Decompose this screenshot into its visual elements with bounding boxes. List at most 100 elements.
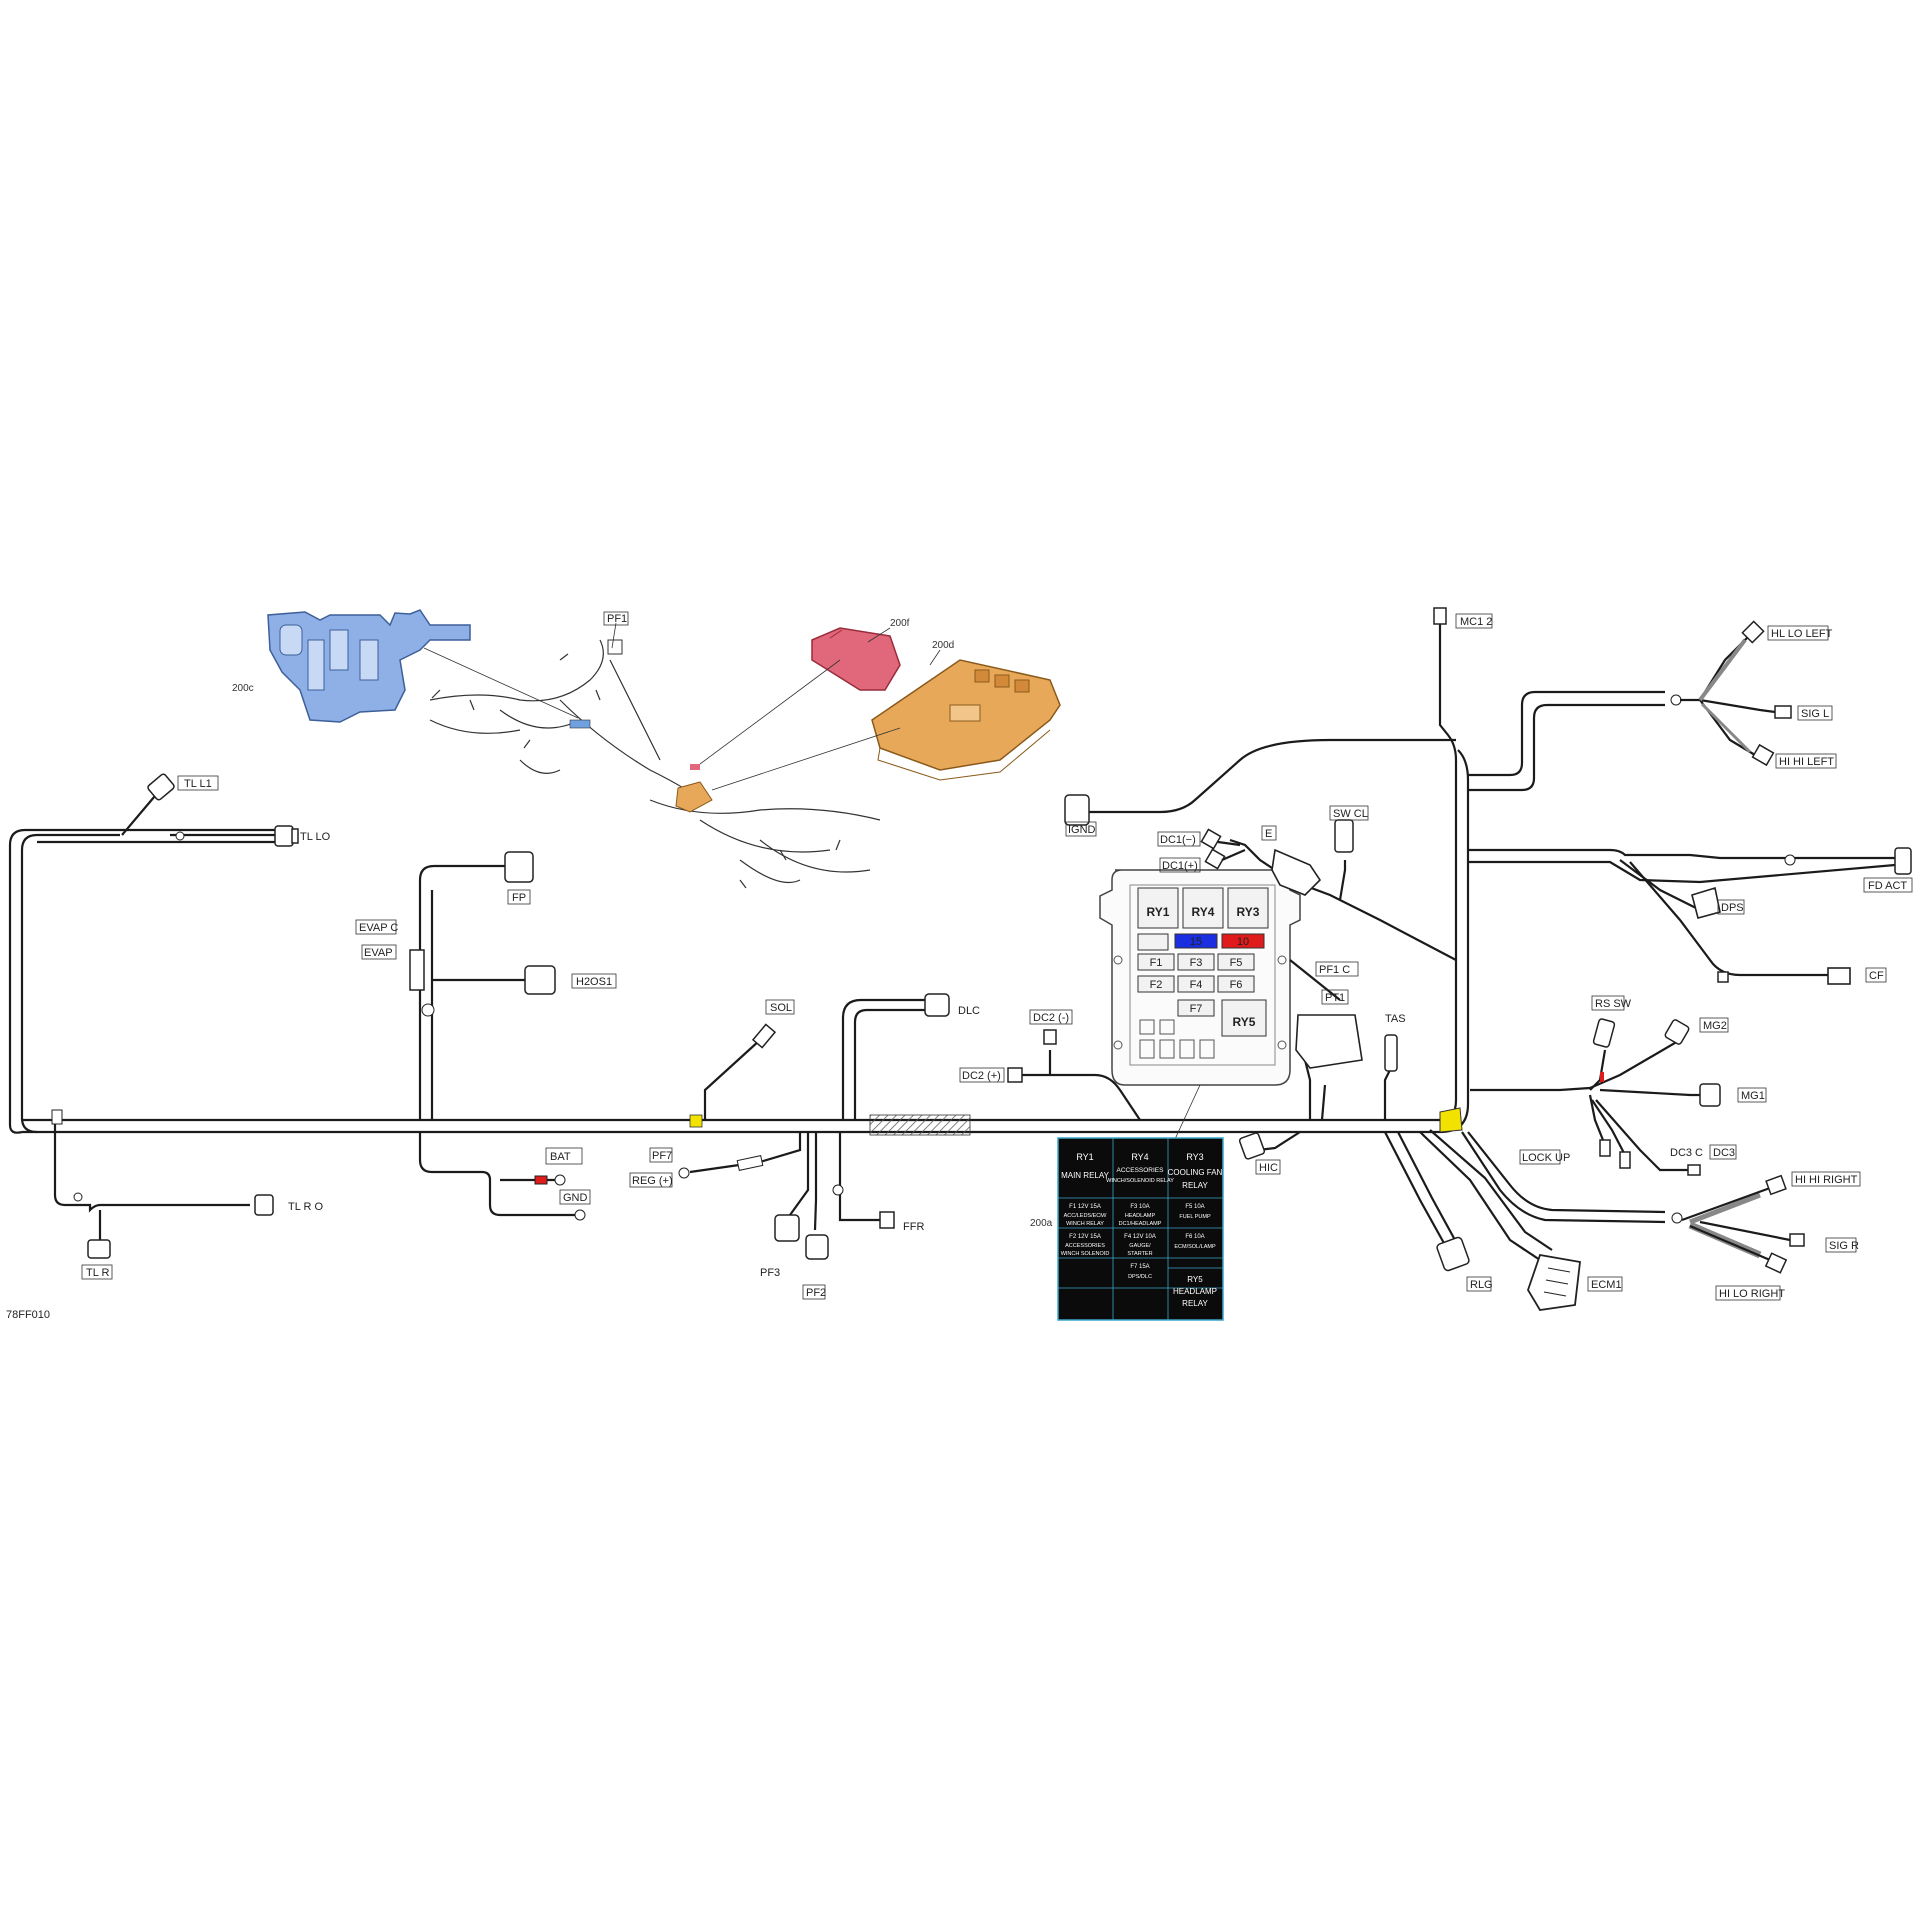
branch-right-headlights (1461, 1131, 1805, 1274)
mg2-connector (1664, 1019, 1690, 1045)
hihileft-connector (1751, 743, 1775, 767)
fuse-chart-200a: RY1 MAIN RELAY RY4 ACCESSORIES WINCH/SOL… (1057, 1137, 1224, 1321)
hihiright-connector (1765, 1174, 1787, 1196)
ref-200a: 200a (1030, 1218, 1053, 1229)
branch-hic (1238, 1131, 1301, 1160)
chart-cell-7-l3: STARTER (1127, 1251, 1152, 1257)
fuse-f4: F4 (1190, 979, 1203, 991)
label-rssw: RS SW (1595, 998, 1632, 1010)
chart-cell-8-l2: ECM/SOL/LAMP (1174, 1244, 1216, 1250)
dc3-connector (1687, 1164, 1701, 1176)
dlc-connector (924, 993, 950, 1017)
main-trunk (8, 828, 1440, 1136)
tas-connector (1384, 1034, 1398, 1072)
marker-yellow (689, 1114, 703, 1128)
junction-marker (1439, 1107, 1463, 1133)
chart-cell-1-l2: ACCESSORIES (1117, 1167, 1165, 1174)
fuse-f3: F3 (1190, 957, 1203, 969)
label-reg: REG (+) (632, 1175, 673, 1187)
label-dlc: DLC (958, 1005, 980, 1017)
dc1-neg-connector (1200, 828, 1222, 850)
ref-200f: 200f (890, 618, 910, 629)
chart-cell-3-l1: F1 12V 15A (1069, 1204, 1101, 1210)
dps-connector (1691, 886, 1721, 919)
label-hlloleft: HL LO LEFT (1771, 628, 1833, 640)
branch-dc2 (1007, 1029, 1141, 1121)
label-pf1c: PF1 C (1319, 964, 1350, 976)
harness-illustration (429, 639, 881, 889)
chart-cell-5-l2: FUEL PUMP (1179, 1214, 1211, 1220)
label-tlr: TL R (86, 1267, 109, 1279)
tll1-connector (147, 773, 175, 801)
tllo-connector (274, 825, 294, 847)
cf-connector (1827, 967, 1851, 985)
label-mg2: MG2 (1703, 1020, 1727, 1032)
chart-cell-6-l2: ACCESSORIES (1065, 1243, 1105, 1249)
branch-tail-lights (51, 773, 299, 1259)
branch-dlc (841, 993, 950, 1120)
branch-dc1-swcl (1200, 819, 1457, 961)
chart-cell-6-l1: F2 12V 15A (1069, 1234, 1101, 1240)
label-gnd: GND (563, 1192, 588, 1204)
label-bat: BAT (550, 1151, 571, 1163)
spare-fuse-blue: 15 (1190, 936, 1202, 948)
label-sigl: SIG L (1801, 708, 1829, 720)
label-dc1-neg: DC1(−) (1160, 834, 1196, 846)
chart-cell-11-l2: HEADLAMP (1173, 1287, 1217, 1296)
relay-ry1: RY1 (1147, 905, 1170, 919)
tlro-connector (254, 1194, 274, 1216)
bracket-slot (307, 639, 325, 691)
chart-cell-2-l3: RELAY (1182, 1181, 1208, 1190)
label-ignd: IGND (1068, 824, 1096, 836)
chart-cell-8-l1: F6 10A (1185, 1234, 1204, 1240)
label-tllo: TL LO (300, 831, 331, 843)
tlr-connector (87, 1239, 111, 1259)
swcl-connector (1334, 819, 1354, 853)
pt1-connector (1295, 1014, 1363, 1069)
chart-cell-4-l1: F3 10A (1130, 1204, 1149, 1210)
label-pf1: PF1 (607, 613, 627, 625)
label-lockup: LOCK UP (1522, 1152, 1570, 1164)
label-h2os1: H2OS1 (576, 976, 612, 988)
label-mg1: MG1 (1741, 1090, 1765, 1102)
dc2-neg-connector (1043, 1029, 1057, 1045)
sol-connector (751, 1023, 777, 1049)
chart-cell-1-l3: WINCH/SOLENOID RELAY (1106, 1178, 1174, 1184)
chart-cell-2-l1: RY3 (1186, 1152, 1203, 1162)
mounting-bracket-200c (267, 609, 471, 723)
dc2-pos-connector (1007, 1067, 1023, 1083)
chart-cell-0-l1: RY1 (1076, 1152, 1093, 1162)
label-tas: TAS (1385, 1013, 1406, 1025)
fp-connector (504, 851, 534, 883)
ignd-connector (1064, 794, 1090, 826)
ecm1-connector (1527, 1253, 1581, 1311)
chart-cell-3-l3: WINCH RELAY (1066, 1221, 1104, 1227)
chart-cell-10-l1: F7 15A (1130, 1264, 1149, 1270)
ref-200c: 200c (232, 683, 254, 694)
chart-cell-4-l3: DC1/HEADLAMP (1119, 1221, 1162, 1227)
label-hiloright: HI LO RIGHT (1719, 1288, 1785, 1300)
label-tll1: TL L1 (184, 778, 212, 790)
label-pf3: PF3 (760, 1267, 780, 1279)
branch-fuel-evap (409, 851, 556, 1120)
branch-pf1c-tas (1289, 959, 1398, 1121)
chart-cell-11-l3: RELAY (1182, 1299, 1208, 1308)
figure-code: 78FF010 (6, 1309, 50, 1321)
label-dc3: DC3 (1713, 1147, 1735, 1159)
label-mc12: MC1 2 (1460, 616, 1492, 628)
label-evap: EVAP (364, 947, 393, 959)
label-hihileft: HI HI LEFT (1779, 756, 1834, 768)
base-small (675, 781, 713, 813)
sigr-connector (1789, 1233, 1805, 1247)
branch-solenoid (703, 1023, 777, 1120)
h2os1-connector (524, 965, 556, 995)
branch-fdact-dps (1468, 847, 1912, 985)
label-tlro: TL R O (288, 1201, 323, 1213)
hiloright-connector (1764, 1252, 1788, 1274)
fuse-f1: F1 (1150, 957, 1163, 969)
label-fp: FP (512, 892, 526, 904)
label-dps: DPS (1721, 902, 1744, 914)
label-pf2: PF2 (806, 1287, 826, 1299)
spare-fuse-red: 10 (1237, 936, 1249, 948)
label-cf: CF (1869, 970, 1884, 982)
